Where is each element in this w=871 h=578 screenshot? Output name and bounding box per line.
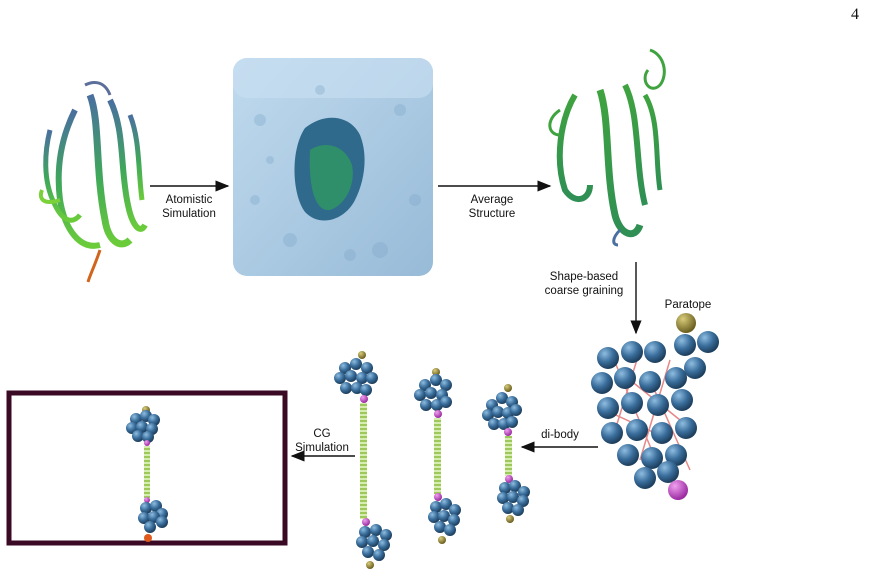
cg-bead-model [591, 313, 719, 500]
paratope-bead [676, 313, 696, 333]
cg-simulation-frame [6, 390, 288, 546]
label-paratope: Paratope [664, 299, 712, 311]
dibody-model-right [482, 384, 530, 523]
protein-ribbon-average [548, 48, 666, 247]
water-box [233, 58, 433, 276]
anchor-bead [144, 534, 152, 542]
dibody-model-middle [414, 368, 461, 544]
protein-ribbon-initial [39, 81, 148, 283]
page-number: 4 [851, 6, 859, 23]
linker-site-bead [668, 480, 688, 500]
label-dibody: di-body [541, 429, 579, 441]
dibody-model-left [334, 351, 392, 569]
